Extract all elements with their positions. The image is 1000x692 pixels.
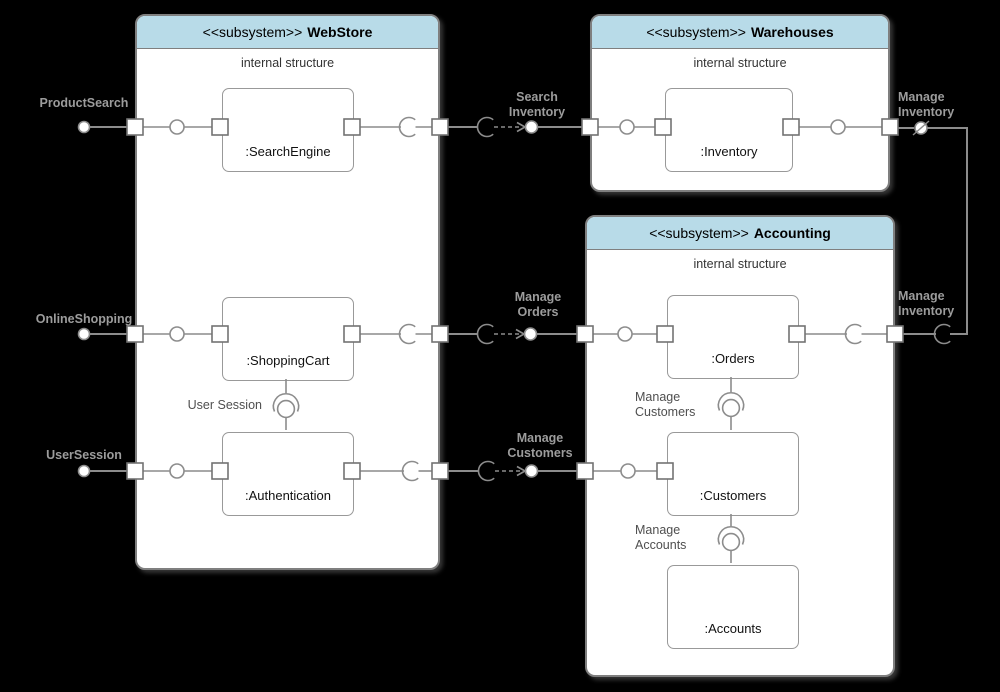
accounting-internal-structure-label: internal structure <box>693 257 787 271</box>
connector-manage-customers <box>448 460 577 482</box>
connector-label-manage-inventory-top: Manage Inventory <box>898 90 955 119</box>
warehouses-stereotype: <<subsystem>> <box>646 24 746 40</box>
subsystem-warehouses-header: <<subsystem>> Warehouses <box>592 16 888 49</box>
connector-label-search-inventory: Search Inventory <box>508 90 566 119</box>
accounting-stereotype: <<subsystem>> <box>649 225 749 241</box>
component-shopping-cart[interactable]: :ShoppingCart <box>222 297 354 381</box>
connector-manage-orders <box>448 323 577 345</box>
connector-label-manage-orders: Manage Orders <box>514 290 562 319</box>
external-port-label-online-shopping: OnlineShopping <box>35 312 133 326</box>
component-inventory[interactable]: :Inventory <box>665 88 793 172</box>
webstore-stereotype: <<subsystem>> <box>202 24 303 40</box>
subsystem-webstore-header: <<subsystem>> WebStore <box>137 16 438 49</box>
subsystem-warehouses[interactable]: <<subsystem>> Warehouses internal struct… <box>590 14 890 192</box>
internal-label-manage-accounts: Manage Accounts <box>635 523 687 552</box>
connector-label-manage-customers: Manage Customers <box>507 431 573 460</box>
component-orders-label: :Orders <box>711 351 755 366</box>
webstore-internal-structure-label: internal structure <box>240 56 335 70</box>
warehouses-internal-structure-label: internal structure <box>693 56 787 70</box>
component-search-engine[interactable]: :SearchEngine <box>222 88 354 172</box>
external-port-label-user-session: UserSession <box>46 448 122 462</box>
component-customers[interactable]: :Customers <box>667 432 799 516</box>
internal-label-user-session: User Session <box>187 398 262 412</box>
subsystem-webstore[interactable]: <<subsystem>> WebStore internal structur… <box>135 14 440 570</box>
component-orders[interactable]: :Orders <box>667 295 799 379</box>
component-authentication[interactable]: :Authentication <box>222 432 354 516</box>
component-accounts[interactable]: :Accounts <box>667 565 799 649</box>
subsystem-accounting-header: <<subsystem>> Accounting <box>587 217 893 250</box>
connector-search-inventory <box>448 116 582 138</box>
component-customers-label: :Customers <box>699 488 767 503</box>
component-accounts-label: :Accounts <box>704 621 762 636</box>
accounting-name: Accounting <box>753 225 831 241</box>
component-inventory-label: :Inventory <box>700 144 758 159</box>
webstore-name: WebStore <box>307 24 373 40</box>
subsystem-accounting[interactable]: <<subsystem>> Accounting internal struct… <box>585 215 895 677</box>
internal-label-manage-customers: Manage Customers <box>635 390 696 419</box>
component-shopping-cart-label: :ShoppingCart <box>246 353 330 368</box>
connector-label-manage-inventory-bottom: Manage Inventory <box>898 289 955 318</box>
component-authentication-label: :Authentication <box>244 488 331 503</box>
component-search-engine-label: :SearchEngine <box>245 144 331 159</box>
warehouses-name: Warehouses <box>750 24 834 40</box>
external-port-label-product-search: ProductSearch <box>39 96 129 110</box>
